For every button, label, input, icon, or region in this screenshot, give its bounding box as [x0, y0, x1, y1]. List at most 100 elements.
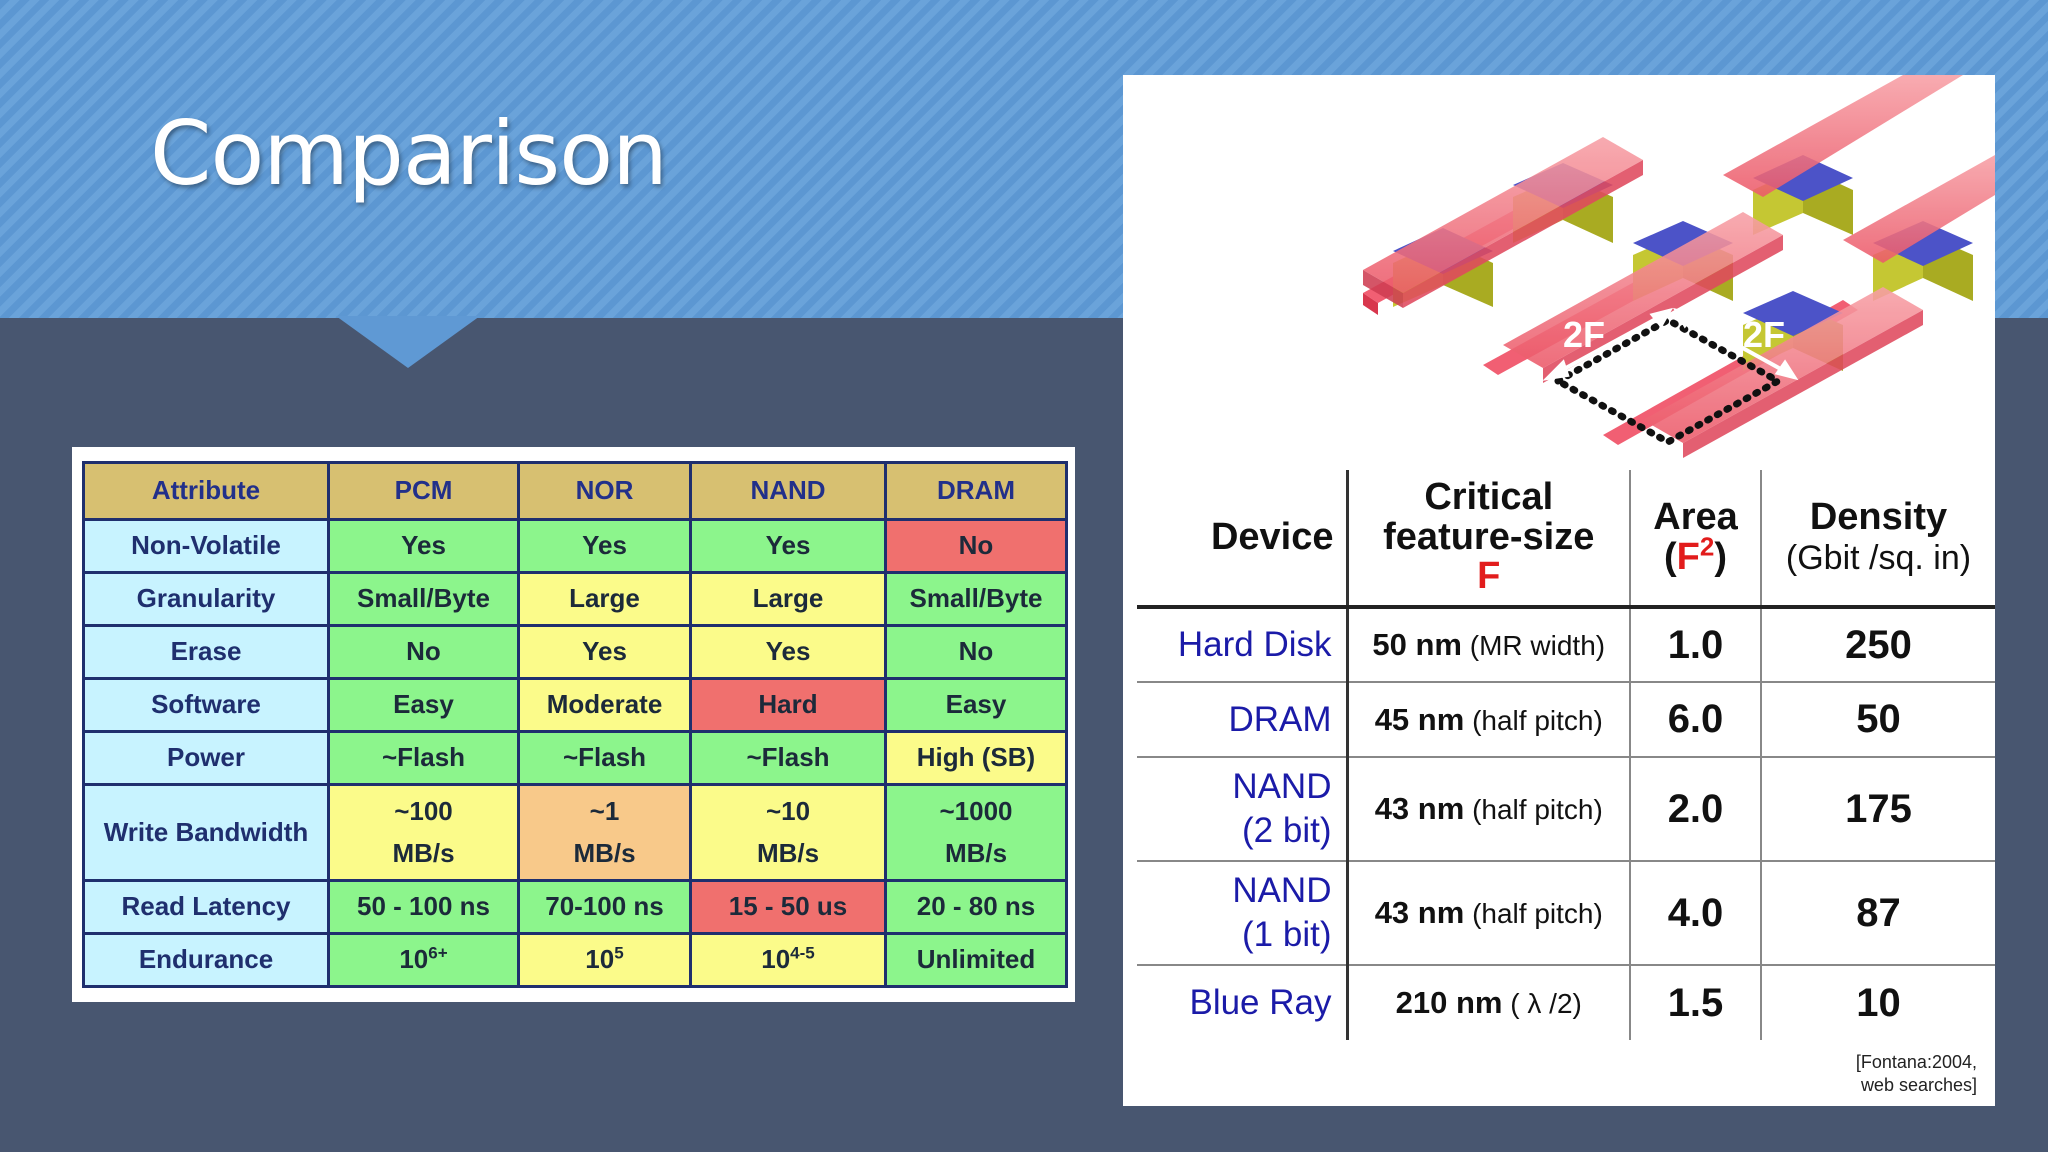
density-unit: (Gbit /sq. in) [1785, 538, 1972, 577]
bandwidth-value: ~1000 [939, 795, 1013, 826]
endurance-base: 10 [399, 944, 429, 975]
attribute-cell: Non-Volatile [82, 518, 330, 574]
feature-symbol: F [1477, 555, 1501, 598]
device-name: Blue Ray [1137, 964, 1347, 1040]
area-value: 4.0 [1629, 860, 1761, 965]
attribute-cell: Software [82, 677, 330, 733]
table-cell: Easy [884, 677, 1068, 733]
bandwidth-unit: MB/s [944, 837, 1008, 868]
table-row: Read Latency 50 - 100 ns 70-100 ns 15 - … [82, 879, 1068, 935]
header-cell: DRAM [884, 461, 1068, 521]
area-unit-symbol: F [1676, 535, 1700, 578]
table-row: Power ~Flash ~Flash ~Flash High (SB) [82, 730, 1068, 786]
table-cell: Yes [689, 518, 887, 574]
density-panel: 2F 2F Device Critical feature-size F Are… [1123, 75, 1995, 1106]
table-row: Erase No Yes Yes No [82, 624, 1068, 680]
density-table: Device Critical feature-size F Area (F2)… [1137, 470, 1995, 1040]
table-cell: ~Flash [327, 730, 520, 786]
device-name: NAND (2 bit) [1137, 756, 1347, 861]
citation-line1: [Fontana:2004, [1855, 1052, 1977, 1072]
device-name-line2: (1 bit) [1242, 915, 1332, 954]
feature-size: 43 nm [1374, 791, 1465, 826]
table-row: Software Easy Moderate Hard Easy [82, 677, 1068, 733]
attribute-cell: Endurance [82, 932, 330, 988]
table-row: Blue Ray 210 nm ( λ /2) 1.5 10 [1137, 964, 1995, 1040]
endurance-base: 10 [761, 944, 791, 975]
bandwidth-value: ~100 [394, 795, 453, 826]
attribute-cell: Erase [82, 624, 330, 680]
attribute-cell: Power [82, 730, 330, 786]
table-cell: ~Flash [689, 730, 887, 786]
table-row: Hard Disk 50 nm (MR width) 1.0 250 [1137, 607, 1995, 682]
area-header-label: Area [1653, 495, 1738, 538]
feature-note: (half pitch) [1472, 794, 1603, 825]
dimension-arrows [1542, 307, 1799, 381]
table-row: NAND (2 bit) 43 nm (half pitch) 2.0 175 [1137, 756, 1995, 861]
table-cell: 15 - 50 us [689, 879, 887, 935]
density-value: 50 [1760, 681, 1995, 757]
table-cell: 105 [517, 932, 692, 988]
header-notch [336, 316, 480, 368]
area-value: 2.0 [1629, 756, 1761, 861]
header-cell: PCM [327, 461, 520, 521]
area-unit-open: ( [1664, 535, 1677, 578]
table-cell: 106+ [327, 932, 520, 988]
table-cell: High (SB) [884, 730, 1068, 786]
table-row: Endurance 106+ 105 104-5 Unlimited [82, 932, 1068, 988]
feature-note: ( λ /2) [1510, 988, 1582, 1019]
table-cell: 104-5 [689, 932, 887, 988]
table-row: Non-Volatile Yes Yes Yes No [82, 518, 1068, 574]
feature-size: 43 nm [1374, 895, 1465, 930]
citation-line2: web searches] [1860, 1074, 1977, 1095]
device-name-line2: (2 bit) [1242, 811, 1332, 850]
device-name: DRAM [1137, 681, 1347, 757]
endurance-base: 10 [585, 944, 615, 975]
area-header: Area (F2) [1629, 470, 1761, 609]
endurance-exponent: 5 [614, 943, 624, 963]
bandwidth-unit: MB/s [573, 837, 636, 868]
area-value: 1.5 [1629, 964, 1761, 1040]
feature-size-cell: 43 nm (half pitch) [1345, 756, 1630, 861]
attribute-cell: Write Bandwidth [82, 783, 330, 882]
device-name-line1: NAND [1232, 871, 1332, 911]
area-unit-close: ) [1714, 535, 1727, 578]
area-unit-exponent: 2 [1699, 530, 1715, 561]
table-cell: Large [689, 571, 887, 627]
table-row: NAND (1 bit) 43 nm (half pitch) 4.0 87 [1137, 860, 1995, 965]
feature-header-line2: feature-size [1383, 515, 1595, 558]
feature-size-cell: 210 nm ( λ /2) [1345, 964, 1630, 1040]
comparison-table: Attribute PCM NOR NAND DRAM Non-Volatile… [82, 461, 1068, 988]
feature-size-cell: 50 nm (MR width) [1345, 607, 1630, 682]
density-value: 175 [1760, 756, 1995, 861]
feature-size: 50 nm [1372, 627, 1462, 662]
citation: [Fontana:2004, web searches] [1856, 1051, 1977, 1096]
comparison-table-panel: Attribute PCM NOR NAND DRAM Non-Volatile… [72, 447, 1075, 1002]
table-cell: No [884, 624, 1068, 680]
table-cell: Yes [517, 518, 692, 574]
endurance-exponent: 6+ [428, 943, 448, 963]
table-cell: Yes [517, 624, 692, 680]
header-cell: Attribute [82, 461, 330, 521]
header-cell: NOR [517, 461, 692, 521]
feature-note: (half pitch) [1472, 898, 1603, 929]
table-cell: Yes [327, 518, 520, 574]
device-name: Hard Disk [1177, 625, 1332, 665]
header-cell: NAND [689, 461, 887, 521]
unit-cell-outline [1550, 315, 1786, 447]
feature-note: (MR width) [1469, 630, 1606, 661]
table-cell: ~Flash [517, 730, 692, 786]
crossbar-array-diagram: 2F 2F [1363, 75, 1995, 458]
attribute-cell: Read Latency [82, 879, 330, 935]
device-name-line1: NAND [1232, 767, 1332, 807]
density-header-label: Density [1809, 495, 1948, 538]
table-cell: Easy [327, 677, 520, 733]
table-row: DRAM 45 nm (half pitch) 6.0 50 [1137, 681, 1995, 757]
density-value: 87 [1760, 860, 1995, 965]
device-header: Device [1137, 470, 1347, 609]
slide-title: Comparison [150, 102, 668, 205]
feature-note: (half pitch) [1472, 704, 1603, 736]
bandwidth-unit: MB/s [392, 837, 455, 868]
area-value: 6.0 [1629, 681, 1761, 757]
top-word-lines [1363, 75, 1995, 458]
table-cell: 50 - 100 ns [327, 879, 520, 935]
